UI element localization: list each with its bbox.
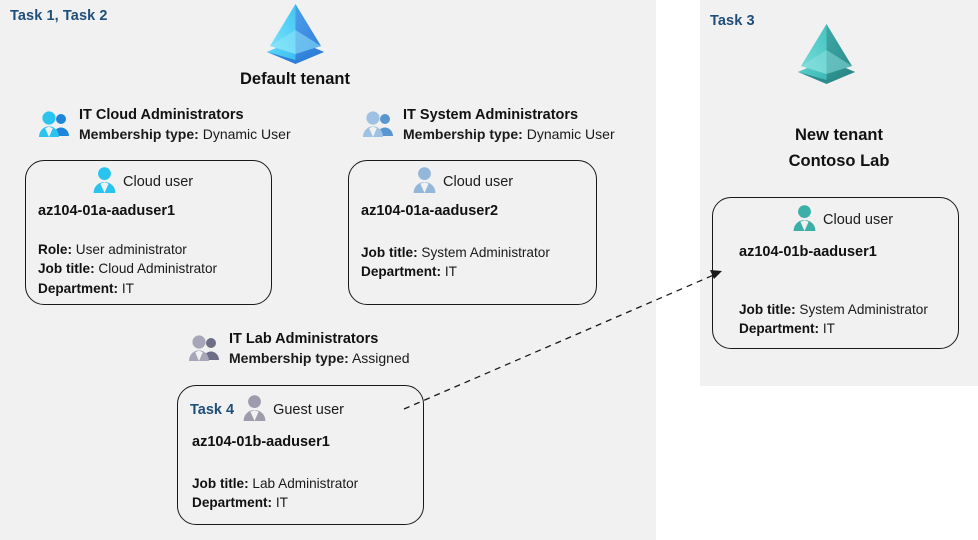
group-membership-value: Dynamic User [526, 126, 615, 143]
azure-ad-tenant-icon-new [790, 22, 863, 89]
group-name: IT System Administrators [403, 107, 579, 123]
prop-value: Lab Administrator [252, 476, 359, 491]
card-properties: Role: User administrator Job title: Clou… [38, 240, 217, 298]
card-kind: Cloud user [443, 174, 514, 190]
group-membership-type: Membership type: Dynamic User [79, 126, 291, 144]
card-prop-department: Department: IT [38, 279, 217, 298]
card-prop-department: Department: IT [739, 319, 928, 338]
prop-label: Job title: [739, 302, 796, 317]
prop-label: Department: [739, 321, 820, 337]
card-kind: Cloud user [823, 212, 894, 228]
prop-value: User administrator [75, 242, 187, 257]
cloud-user-icon [792, 204, 817, 236]
group-name: IT Lab Administrators [229, 331, 379, 347]
group-membership-type: Membership type: Dynamic User [403, 126, 615, 144]
card-kind: Guest user [273, 402, 344, 418]
prop-value: IT [444, 264, 457, 280]
card-properties: Job title: System Administrator Departme… [739, 300, 928, 339]
group-users-icon [362, 110, 396, 143]
task-label-1-2: Task 1, Task 2 [10, 8, 108, 24]
prop-value: System Administrator [799, 302, 928, 317]
prop-label: Department: [38, 280, 119, 296]
card-prop-job-title: Job title: System Administrator [361, 243, 550, 262]
group-it-cloud-administrators: IT Cloud Administrators Membership type:… [38, 106, 291, 144]
group-users-icon [188, 334, 222, 367]
card-username: az104-01a-aaduser1 [38, 203, 176, 219]
card-head: Cloud user [412, 166, 513, 198]
card-properties: Job title: System Administrator Departme… [361, 243, 550, 282]
task-label-3: Task 3 [710, 13, 755, 29]
prop-label: Job title: [361, 245, 418, 260]
new-tenant-title-line2: Contoso Lab [788, 152, 890, 170]
group-users-icon [38, 110, 72, 143]
group-membership-label: Membership type: [229, 350, 349, 367]
card-head: Cloud user [92, 166, 193, 198]
card-prop-job-title: Job title: Cloud Administrator [38, 259, 217, 278]
card-username: az104-01a-aaduser2 [361, 203, 499, 219]
group-membership-label: Membership type: [403, 126, 523, 143]
prop-label: Job title: [192, 476, 249, 491]
group-membership-value: Dynamic User [202, 126, 291, 143]
card-head: Cloud user [792, 204, 893, 236]
card-prop-department: Department: IT [192, 493, 358, 512]
card-head: Task 4 Guest user [190, 394, 344, 426]
azure-ad-tenant-icon-default [259, 2, 332, 69]
group-membership-value: Assigned [351, 350, 410, 367]
group-name: IT Cloud Administrators [79, 107, 244, 123]
group-membership-type: Membership type: Assigned [229, 350, 410, 368]
prop-label: Department: [361, 264, 442, 280]
prop-value: IT [275, 495, 288, 511]
default-tenant-panel [0, 0, 656, 540]
card-username: az104-01b-aaduser1 [192, 434, 330, 450]
group-it-lab-administrators: IT Lab Administrators Membership type: A… [188, 330, 410, 368]
card-kind: Cloud user [123, 174, 194, 190]
prop-value: System Administrator [421, 245, 550, 260]
cloud-user-icon [412, 166, 437, 198]
new-tenant-title-line1: New tenant [794, 126, 883, 144]
card-username: az104-01b-aaduser1 [739, 244, 877, 260]
card-prop-department: Department: IT [361, 262, 550, 281]
default-tenant-title: Default tenant [239, 70, 350, 88]
card-properties: Job title: Lab Administrator Department:… [192, 474, 358, 513]
card-prop-job-title: Job title: Lab Administrator [192, 474, 358, 493]
prop-value: IT [121, 280, 134, 296]
group-membership-label: Membership type: [79, 126, 199, 143]
prop-label: Department: [192, 495, 273, 511]
task-label-4: Task 4 [190, 402, 235, 418]
prop-value: IT [822, 321, 835, 337]
user-card-az104-01b-aaduser1-guest[interactable] [177, 385, 424, 525]
prop-label: Job title: [38, 261, 95, 277]
guest-user-icon [242, 394, 267, 426]
group-it-system-administrators: IT System Administrators Membership type… [362, 106, 615, 144]
card-prop-role: Role: User administrator [38, 240, 217, 259]
user-card-az104-01a-aaduser1[interactable] [25, 160, 272, 305]
card-prop-job-title: Job title: System Administrator [739, 300, 928, 319]
cloud-user-icon [92, 166, 117, 198]
prop-label: Role: [38, 242, 72, 257]
prop-value: Cloud Administrator [98, 261, 218, 277]
